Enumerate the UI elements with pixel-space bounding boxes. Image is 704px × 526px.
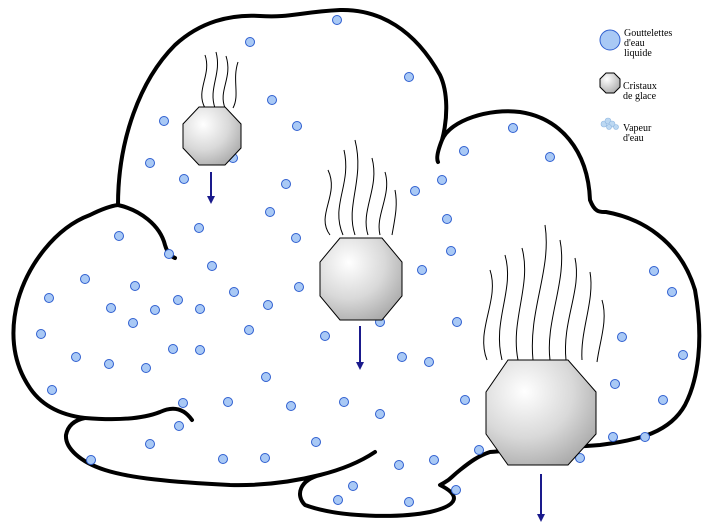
- water-droplet: [394, 460, 404, 470]
- water-droplet: [424, 357, 434, 367]
- water-droplet: [114, 231, 124, 241]
- water-droplet: [179, 174, 189, 184]
- water-droplet: [508, 123, 518, 133]
- droplet-icon: [599, 29, 621, 51]
- water-droplet: [245, 37, 255, 47]
- ice-crystal-large: [485, 359, 597, 466]
- water-droplet: [71, 352, 81, 362]
- water-droplet: [452, 317, 462, 327]
- water-droplet: [375, 409, 385, 419]
- water-droplet: [291, 233, 301, 243]
- water-droplet: [460, 395, 470, 405]
- water-droplet: [44, 293, 54, 303]
- water-droplet: [658, 395, 668, 405]
- water-droplet: [429, 455, 439, 465]
- water-droplet: [610, 379, 620, 389]
- water-droplet: [174, 421, 184, 431]
- water-droplet: [150, 305, 160, 315]
- fall-arrow-large: [537, 474, 545, 522]
- water-droplet: [333, 495, 343, 505]
- water-droplet: [263, 300, 273, 310]
- water-droplet: [80, 274, 90, 284]
- water-droplet: [36, 329, 46, 339]
- water-droplet: [195, 345, 205, 355]
- water-droplet: [260, 453, 270, 463]
- water-droplet: [286, 401, 296, 411]
- water-droplet: [159, 116, 169, 126]
- water-droplet: [223, 397, 233, 407]
- water-droplet: [86, 455, 96, 465]
- water-droplet: [145, 158, 155, 168]
- water-droplet: [294, 282, 304, 292]
- water-droplet: [575, 453, 585, 463]
- water-droplet: [437, 175, 447, 185]
- water-droplet: [410, 186, 420, 196]
- cloud-notch-bottom: [318, 450, 377, 477]
- water-droplet: [474, 445, 484, 455]
- water-droplet: [207, 261, 217, 271]
- vapor-wisps-small: [201, 51, 239, 109]
- water-droplet: [267, 95, 277, 105]
- water-droplet: [194, 223, 204, 233]
- fall-arrow-small: [207, 172, 215, 204]
- water-droplet: [164, 249, 174, 259]
- water-droplet: [281, 179, 291, 189]
- water-droplet: [640, 432, 650, 442]
- water-droplet: [292, 121, 302, 131]
- water-droplet: [261, 372, 271, 382]
- water-droplet: [320, 331, 330, 341]
- water-droplet: [145, 439, 155, 449]
- water-droplet: [168, 344, 178, 354]
- legend-label-ice: Cristaux de glace: [623, 81, 657, 102]
- water-droplet: [446, 246, 456, 256]
- water-droplet: [667, 287, 677, 297]
- water-droplet: [173, 295, 183, 305]
- water-droplet: [608, 432, 618, 442]
- water-droplet: [195, 304, 205, 314]
- water-droplet: [218, 454, 228, 464]
- water-droplet: [417, 265, 427, 275]
- cloud-outline: [11, 7, 702, 518]
- water-droplet: [649, 266, 659, 276]
- legend-label-vapor: Vapeur d'eau: [623, 123, 652, 144]
- water-droplet: [459, 146, 469, 156]
- water-droplet: [404, 72, 414, 82]
- water-droplet: [130, 281, 140, 291]
- water-droplet: [404, 497, 414, 507]
- ice-crystal-icon: [599, 72, 621, 94]
- water-droplet: [678, 350, 688, 360]
- cloud-notch-left: [83, 406, 194, 422]
- water-droplet: [128, 318, 138, 328]
- water-droplet: [348, 481, 358, 491]
- water-droplet: [451, 485, 461, 495]
- water-droplet: [617, 332, 627, 342]
- water-droplet: [397, 352, 407, 362]
- legend-label-droplets: Gouttelettes d'eau liquide: [624, 28, 673, 59]
- water-droplet: [311, 437, 321, 447]
- ice-crystal-medium: [319, 237, 403, 321]
- water-droplet: [104, 359, 114, 369]
- vapor-icon: [600, 117, 619, 130]
- water-droplet: [178, 398, 188, 408]
- water-droplet: [244, 325, 254, 335]
- ice-crystal-small: [182, 106, 242, 166]
- water-droplet: [339, 397, 349, 407]
- water-droplet: [229, 287, 239, 297]
- droplets-group: [36, 15, 688, 507]
- water-droplet: [442, 214, 452, 224]
- water-droplet: [47, 385, 57, 395]
- water-droplet: [332, 15, 342, 25]
- fall-arrow-medium: [356, 326, 364, 370]
- water-droplet: [545, 152, 555, 162]
- vapor-wisps-medium: [324, 139, 397, 236]
- vapor-wisps-large: [483, 224, 605, 363]
- water-droplet: [265, 207, 275, 217]
- water-droplet: [106, 303, 116, 313]
- water-droplet: [141, 363, 151, 373]
